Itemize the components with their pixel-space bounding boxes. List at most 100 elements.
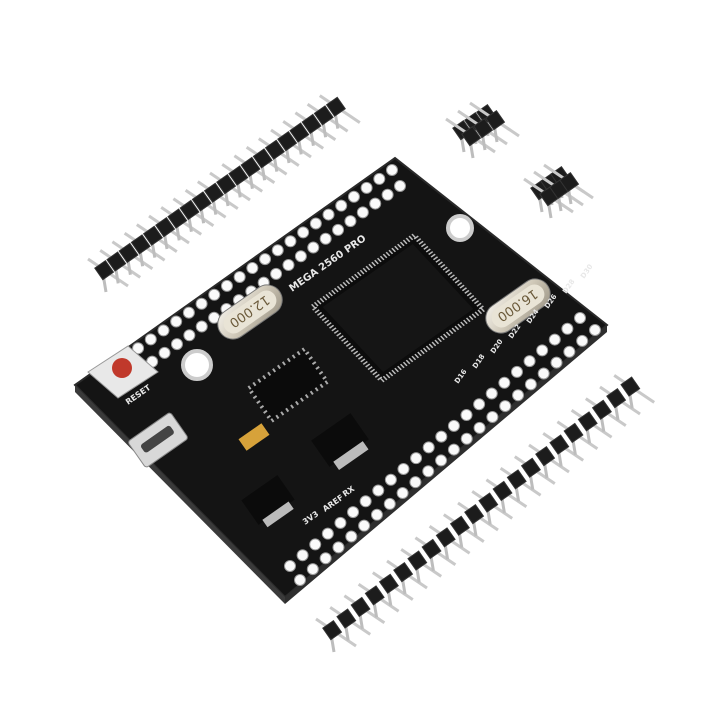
header-block [421,538,442,560]
header-block [620,376,641,397]
header-block [520,457,541,478]
header-block [535,446,556,467]
through-hole [319,232,332,245]
through-hole [356,206,369,219]
through-hole [233,270,246,283]
header-block [264,139,285,160]
header-block [179,199,200,221]
through-hole [486,410,499,423]
header-block [407,550,428,571]
through-hole [384,473,397,486]
through-hole [435,454,448,467]
through-hole [132,342,145,355]
header-block [473,118,494,139]
through-hole [195,297,208,310]
through-hole [537,367,550,380]
through-hole [332,223,345,236]
header-block [563,422,584,444]
header-block [118,242,139,264]
through-hole [345,530,358,543]
through-hole [282,259,295,272]
crystal-12mhz: 12.000 [217,284,283,340]
header-block [577,411,598,432]
header-block [449,515,470,536]
through-hole [271,244,284,257]
through-hole [306,563,319,576]
header-block [549,434,570,455]
through-hole [447,443,460,456]
header-block [130,234,151,255]
pin-label: D30 [579,263,595,280]
header-block [106,251,127,272]
through-hole [548,333,561,346]
through-hole [435,430,448,443]
header-block [591,399,612,420]
header-block [252,148,273,169]
mounting-hole [181,349,213,381]
through-hole [284,235,297,248]
voltage-regulator-2 [241,475,295,528]
header-block [485,110,506,131]
through-hole [294,250,307,263]
micro-usb-port [128,412,188,468]
through-hole [460,409,473,422]
header-block [336,608,357,629]
through-hole [397,462,410,475]
pin-headers [87,94,656,653]
through-hole [536,344,549,357]
header-block [325,96,346,117]
through-hole [499,400,512,413]
through-hole [422,465,435,478]
through-hole [589,324,601,336]
through-hole [297,226,310,239]
header-block [606,388,627,409]
through-hole [396,487,409,500]
header-block [203,182,224,203]
header-block [301,113,322,135]
through-hole [358,519,371,532]
header-block [228,165,249,186]
through-hole [347,190,360,203]
through-hole [409,476,422,489]
through-hole [369,197,382,210]
header-block [216,174,237,195]
through-hole [381,188,394,201]
through-hole [498,376,511,389]
through-hole [370,508,383,521]
header-block [240,156,261,178]
header-block [155,217,176,238]
through-hole [561,322,574,335]
voltage-regulator [311,413,369,470]
header-block [94,260,115,281]
pcb-edge-right [285,325,607,604]
pcb-edge [75,385,285,604]
through-hole [332,541,345,554]
through-hole [157,324,170,337]
pcb-board [73,156,609,599]
through-hole [359,495,372,508]
through-hole [512,389,525,402]
header-block [191,191,212,212]
through-hole [563,345,576,358]
through-hole [394,180,406,192]
header-block [167,208,188,229]
header-block [393,562,414,583]
through-hole [344,215,357,228]
through-hole [422,441,435,454]
through-hole [383,497,396,510]
through-hole [170,315,183,328]
through-hole [259,253,272,266]
through-hole [284,560,296,572]
through-hole [319,552,332,565]
header-block [478,492,499,513]
through-hole [460,432,473,445]
through-hole [322,208,335,221]
header-block [364,585,385,606]
pin-label: D28 [561,278,577,295]
header-block [322,620,343,641]
through-hole [144,333,157,346]
through-hole [485,387,498,400]
through-hole [335,199,348,212]
through-hole [246,262,259,275]
